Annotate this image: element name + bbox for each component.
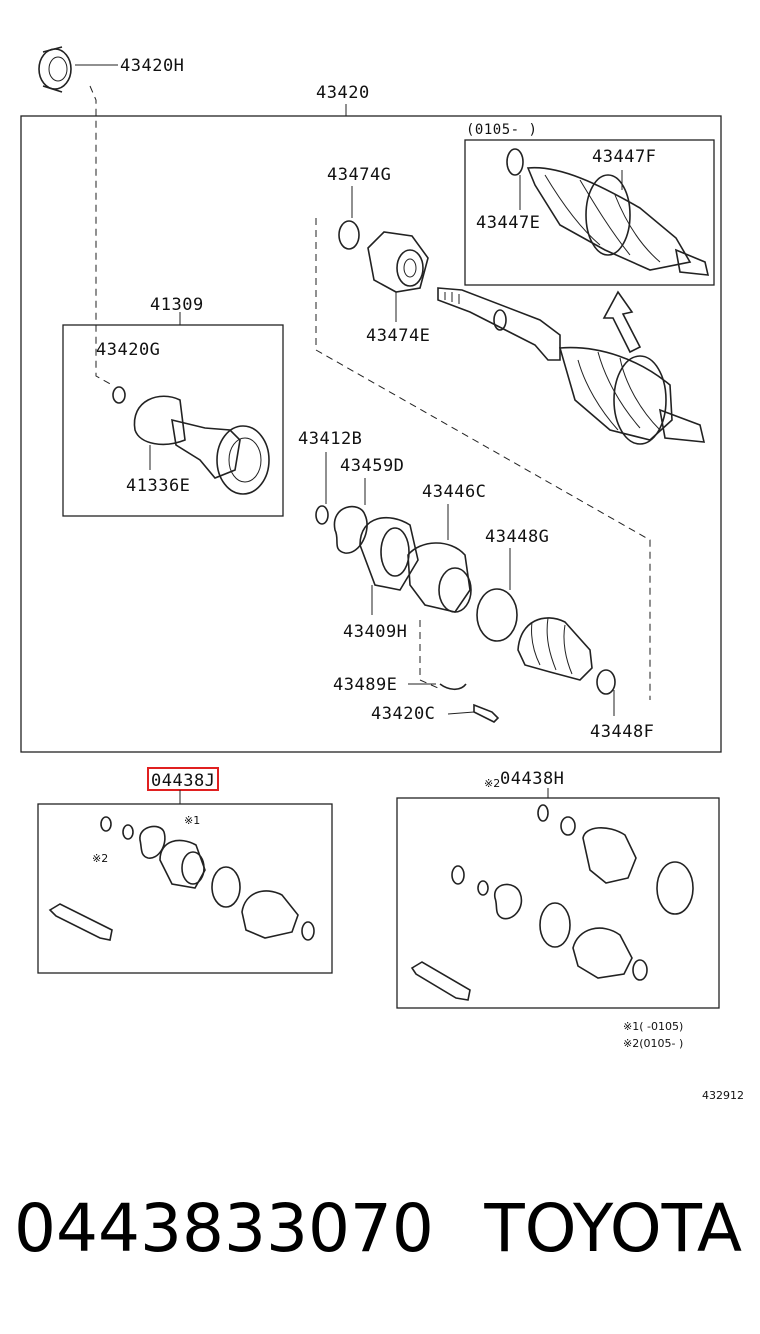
bolt-43420C (473, 703, 500, 723)
boot-43447 (506, 148, 710, 276)
ring-43412B (315, 505, 329, 525)
label-43447E[interactable]: 43447E (476, 213, 540, 233)
label-43412B[interactable]: 43412B (298, 429, 362, 449)
label-43474E[interactable]: 43474E (366, 326, 430, 346)
bearing-43420H (38, 46, 118, 93)
drive-shaft (437, 287, 706, 445)
label-43448G[interactable]: 43448G (485, 527, 549, 547)
inner-joint-frame (62, 324, 284, 517)
gasket-43459D (333, 505, 368, 554)
newer-boot-frame (464, 139, 715, 286)
label-43459D[interactable]: 43459D (340, 456, 404, 476)
label-43474G[interactable]: 43474G (327, 165, 391, 185)
clamp-43448F (596, 669, 616, 695)
kit-04438H-parts (410, 804, 694, 1001)
exploded-parts-diagram: 43420 43420H (0105- ) 43447F 43447E 4347… (20, 46, 744, 1102)
main-assembly-frame (20, 115, 722, 753)
label-43446C[interactable]: 43446C (422, 482, 486, 502)
mark2-top-label: ※2 (484, 777, 500, 790)
boot-inner (517, 617, 593, 681)
ring-43420G (112, 386, 126, 404)
damper-43474E (367, 231, 429, 293)
label-43420C[interactable]: 43420C (371, 704, 435, 724)
mark2-left-label: ※2 (92, 852, 108, 865)
brand-name: TOYOTA (484, 1190, 742, 1267)
label-41309[interactable]: 41309 (150, 295, 204, 315)
diagram-code: 432912 (702, 1089, 744, 1102)
joint-41336E (133, 395, 270, 495)
label-range-top[interactable]: (0105- ) (466, 122, 537, 138)
footer: 0443833070 TOYOTA (0, 1190, 760, 1280)
joint-43409H (359, 516, 472, 613)
arrow-icon (602, 290, 642, 354)
label-43420G[interactable]: 43420G (96, 340, 160, 360)
clamp-43474G (338, 220, 360, 250)
highlight-04438J (147, 767, 219, 791)
label-04438J[interactable]: 04438J (151, 771, 215, 791)
label-04438H[interactable]: 04438H (500, 769, 564, 789)
mark1-label: ※1 (184, 814, 200, 827)
clip-43489E (439, 683, 467, 691)
clamp-43448G (476, 588, 518, 642)
note-2: ※2(0105- ) (623, 1037, 683, 1050)
label-43409H[interactable]: 43409H (343, 622, 407, 642)
part-number: 0443833070 (14, 1190, 434, 1267)
kit-04438J-frame (37, 803, 333, 974)
label-43448F[interactable]: 43448F (590, 722, 654, 742)
kit-04438H-frame (396, 797, 720, 1009)
note-1: ※1( -0105) (623, 1020, 683, 1033)
label-43447F[interactable]: 43447F (592, 147, 656, 167)
kit-04438J-parts (48, 816, 315, 941)
label-43489E[interactable]: 43489E (333, 675, 397, 695)
label-43420[interactable]: 43420 (316, 83, 370, 103)
label-41336E[interactable]: 41336E (126, 476, 190, 496)
label-43420H[interactable]: 43420H (120, 56, 184, 76)
